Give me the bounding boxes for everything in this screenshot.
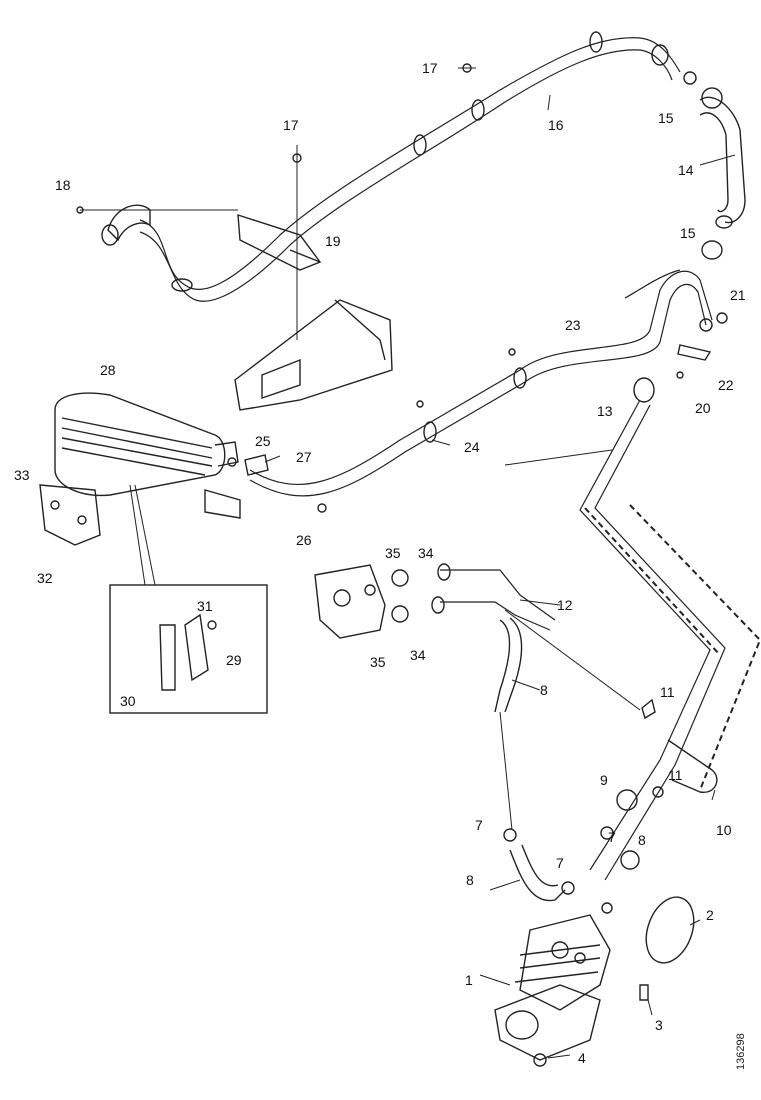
fitting-11-a [641, 698, 656, 720]
callout-26: 26 [296, 532, 312, 548]
callout-24: 24 [464, 439, 480, 455]
fitting-25 [227, 457, 237, 467]
pipe-10 [667, 739, 718, 793]
callout-4: 4 [578, 1050, 586, 1066]
drawing-code: 136298 [735, 1033, 747, 1070]
callout-20: 20 [695, 400, 711, 416]
compressor-1 [494, 914, 611, 1061]
clamp-24 [423, 367, 527, 443]
fitting-27 [244, 454, 269, 476]
callout-8-b: 8 [466, 872, 474, 888]
heat-exchanger-28 [54, 392, 241, 519]
callout-34-b: 34 [410, 647, 426, 663]
air-lines [579, 399, 761, 881]
hose-8-lower [509, 844, 566, 902]
callout-34-a: 34 [418, 545, 434, 561]
hose-14 [699, 87, 746, 229]
callout-33: 33 [14, 467, 30, 483]
callout-30: 30 [120, 693, 136, 709]
hose-guide [499, 711, 513, 831]
pipe-12 [431, 563, 641, 711]
bolt-17-b [458, 63, 476, 73]
callout-29: 29 [226, 652, 242, 668]
callout-19: 19 [325, 233, 341, 249]
fitting-9 [616, 789, 638, 811]
callout-23: 23 [565, 317, 581, 333]
callout-27: 27 [296, 449, 312, 465]
callout-10: 10 [716, 822, 732, 838]
callout-22: 22 [718, 377, 734, 393]
callout-9: 9 [600, 772, 608, 788]
clamps-16 [171, 31, 669, 292]
bracket-19 [237, 214, 322, 271]
callout-8-a: 8 [540, 682, 548, 698]
fitting-7-a [503, 828, 517, 842]
callout-12: 12 [557, 597, 573, 613]
callout-17-a: 17 [422, 60, 438, 76]
callout-18: 18 [55, 177, 71, 193]
callout-3: 3 [655, 1017, 663, 1033]
callout-7-b: 7 [556, 855, 564, 871]
callout-16: 16 [548, 117, 564, 133]
frame-bracket [234, 299, 393, 411]
callout-11-b: 11 [668, 767, 683, 783]
bolt-20 [676, 371, 684, 379]
callout-7-c: 7 [608, 829, 616, 845]
hose-8-upper [494, 617, 523, 713]
bracket-32 [39, 484, 101, 546]
bolt-18 [76, 206, 238, 214]
inset-detail [109, 484, 268, 714]
callout-7-a: 7 [475, 817, 483, 833]
callout-2: 2 [706, 907, 714, 923]
callout-28: 28 [100, 362, 116, 378]
clamp-22 [677, 344, 712, 361]
bolts-pipe23 [416, 348, 516, 408]
pipe-16 [139, 37, 681, 302]
elbow-18 [101, 204, 151, 246]
callout-11-a: 11 [660, 684, 675, 700]
fittings-8 [600, 826, 640, 914]
clamp-21 [699, 312, 728, 332]
clip-15-upper [683, 71, 697, 85]
callout-35-b: 35 [370, 654, 386, 670]
callout-1: 1 [465, 972, 473, 988]
nut-4 [533, 1053, 547, 1067]
leaders [264, 94, 736, 1059]
callout-31: 31 [197, 598, 213, 614]
valve-13 [633, 377, 655, 403]
bolt-26 [317, 503, 327, 513]
callout-32: 32 [37, 570, 53, 586]
callout-35-a: 35 [385, 545, 401, 561]
fitting-7-b [561, 881, 575, 895]
valve-block [314, 564, 409, 639]
callout-17-b: 17 [283, 117, 299, 133]
callout-8-c: 8 [638, 832, 646, 848]
callout-14: 14 [678, 162, 694, 178]
callout-15-a: 15 [658, 110, 674, 126]
callout-25: 25 [255, 433, 271, 449]
gasket-2 [645, 896, 695, 964]
clip-15-lower [701, 240, 723, 260]
callout-15-b: 15 [680, 225, 696, 241]
pipe-23 [249, 269, 713, 497]
bolt-17-a [292, 145, 302, 340]
fitting-11-b [652, 786, 664, 798]
bolt-3 [639, 984, 649, 1001]
callout-13: 13 [597, 403, 613, 419]
callout-21: 21 [730, 287, 746, 303]
